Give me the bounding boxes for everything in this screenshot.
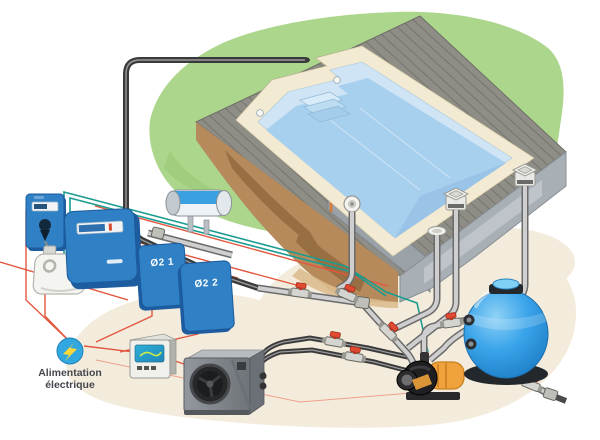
module-box-1: Ø2 1 bbox=[135, 242, 189, 311]
drain-cover bbox=[427, 226, 447, 236]
module-1-label: Ø2 1 bbox=[150, 257, 174, 270]
power-supply-label-1: Alimentation bbox=[38, 367, 102, 379]
controller-display bbox=[128, 333, 178, 379]
pool-light bbox=[343, 195, 361, 213]
earth-cross-section bbox=[196, 122, 398, 302]
wall-return-fitting-2 bbox=[256, 109, 264, 117]
pool-stairs bbox=[299, 91, 351, 123]
sand-filter bbox=[463, 278, 549, 385]
water-reflection bbox=[329, 107, 451, 191]
chlorinator-cell bbox=[165, 189, 232, 235]
pipe-union-fitting bbox=[150, 226, 166, 240]
power-supply-label-2: électrique bbox=[45, 379, 95, 391]
power-supply: Alimentation électrique bbox=[38, 337, 102, 391]
module-2-label: Ø2 2 bbox=[194, 277, 218, 290]
heat-pump bbox=[183, 349, 267, 415]
earth-streaks bbox=[225, 150, 366, 292]
module-box-2: Ø2 2 bbox=[177, 260, 235, 335]
control-box bbox=[63, 208, 143, 290]
wall-return-fitting-1 bbox=[333, 76, 341, 84]
filtration-pump bbox=[396, 352, 465, 400]
pipe-union-waste bbox=[542, 387, 559, 401]
